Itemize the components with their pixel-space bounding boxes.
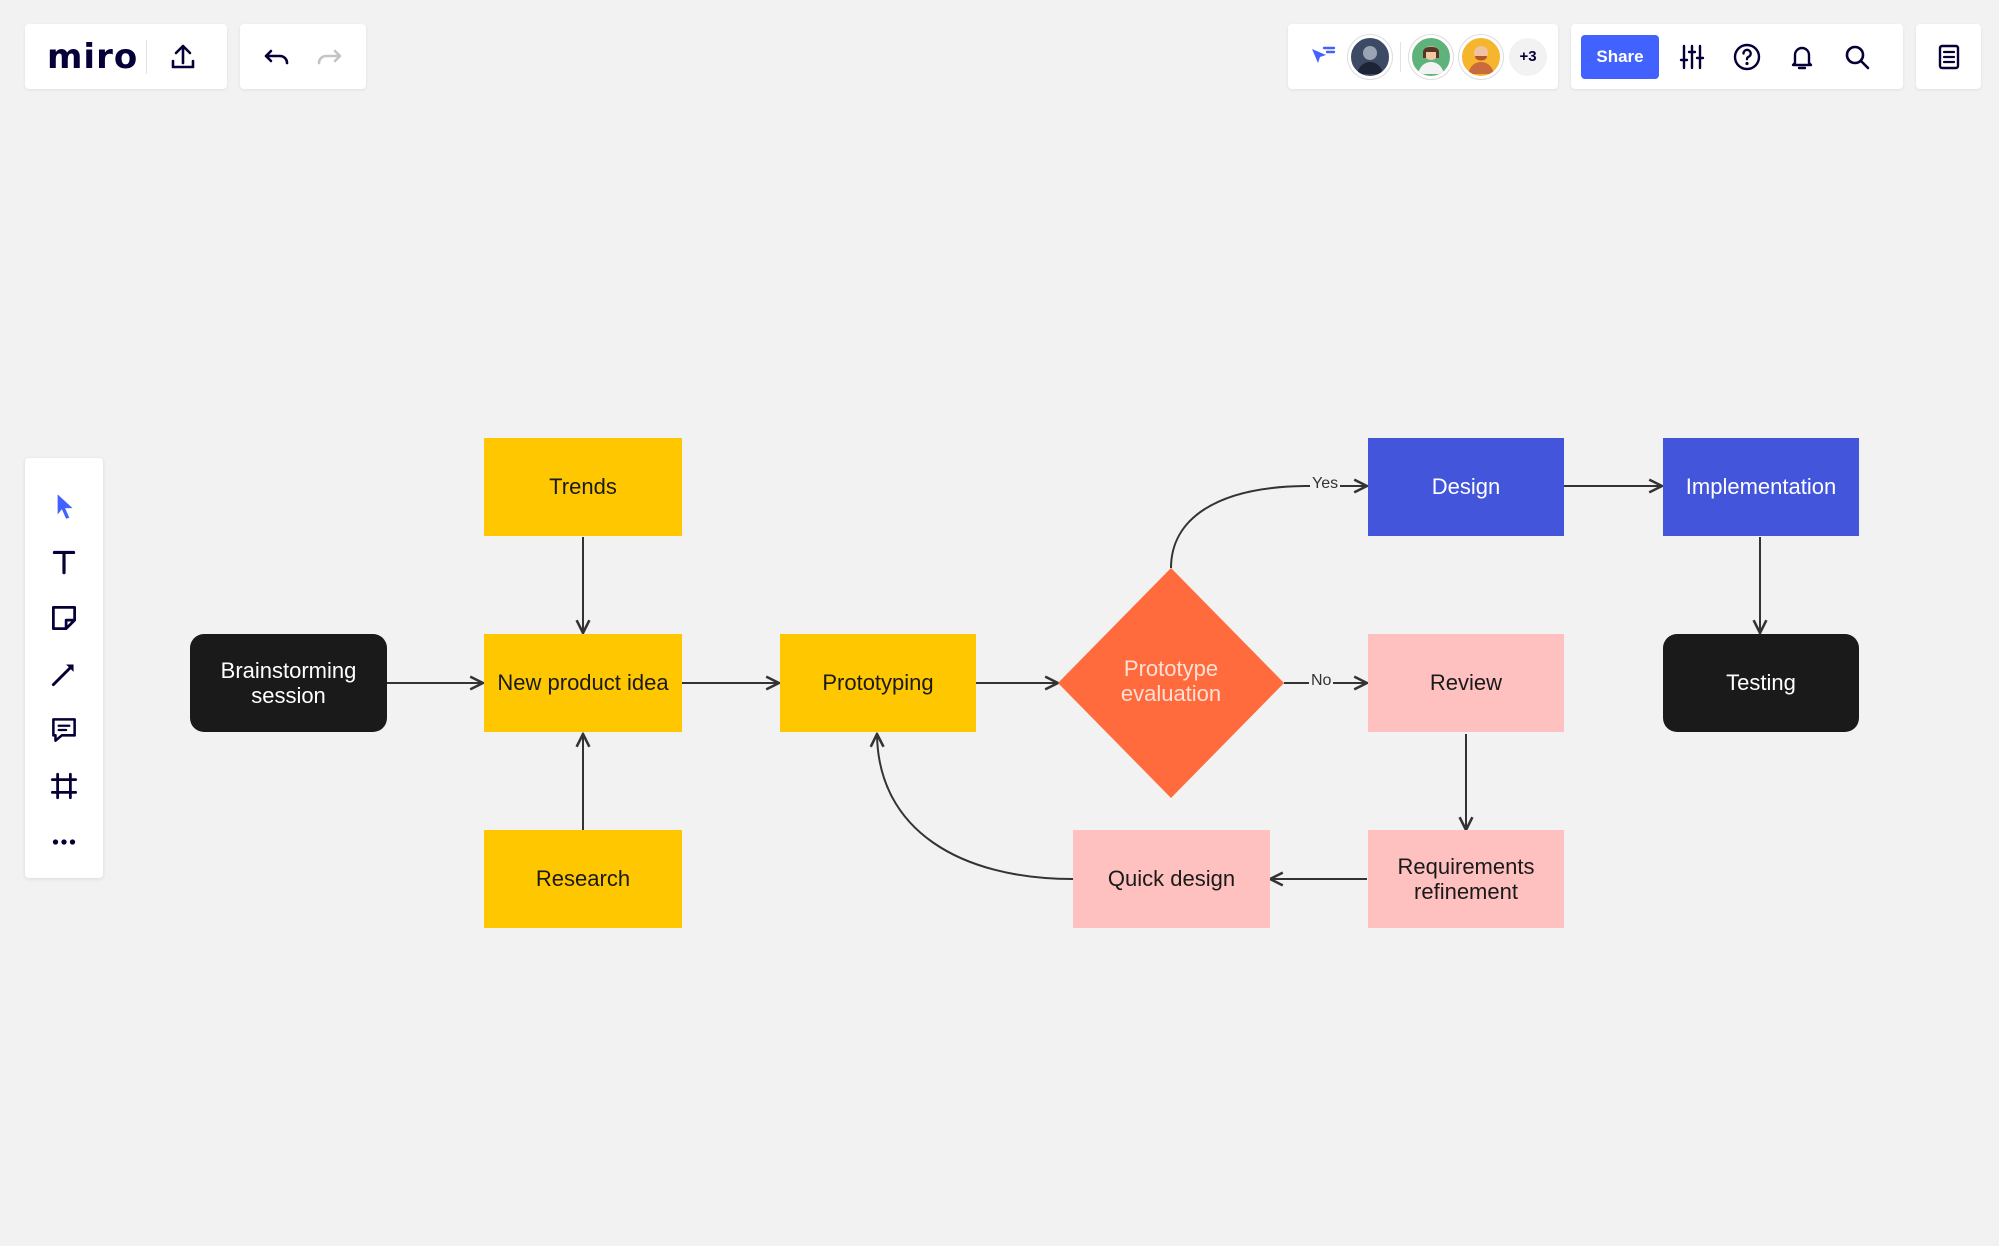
node-design[interactable]: Design [1368, 438, 1564, 536]
top-left-panel: miro [25, 24, 227, 89]
node-new-product-idea[interactable]: New product idea [484, 634, 682, 732]
node-prototype-evaluation-label: Prototype evaluation [1120, 656, 1222, 707]
edge-label-no: No [1309, 672, 1334, 690]
board-menu-icon[interactable] [1927, 35, 1971, 79]
avatar[interactable] [1459, 34, 1503, 79]
node-research[interactable]: Research [484, 830, 682, 928]
frame-icon[interactable] [36, 758, 92, 814]
undo-icon[interactable] [255, 35, 299, 79]
notifications-bell-icon[interactable] [1780, 35, 1824, 79]
node-prototype-evaluation-diamond[interactable] [1058, 568, 1284, 798]
node-label: Requirements refinement [1397, 853, 1535, 904]
node-trends[interactable]: Trends [484, 438, 682, 536]
undo-redo-panel [240, 24, 366, 89]
more-icon[interactable] [36, 814, 92, 870]
upload-icon[interactable] [161, 35, 205, 79]
node-brainstorming-session[interactable]: Brainstorming session [190, 634, 387, 732]
avatar[interactable] [1348, 34, 1392, 79]
node-implementation[interactable]: Implementation [1663, 438, 1859, 536]
settings-sliders-icon[interactable] [1670, 35, 1714, 79]
node-label: Research [535, 866, 631, 892]
node-label: Review [1429, 670, 1503, 696]
comment-icon[interactable] [36, 702, 92, 758]
more-collaborators-badge[interactable]: +3 [1509, 37, 1547, 76]
node-quick-design[interactable]: Quick design [1073, 830, 1270, 928]
node-label: Trends [549, 474, 617, 500]
collaborators-panel: +3 [1288, 24, 1558, 89]
sticky-note-icon[interactable] [36, 590, 92, 646]
board-menu-panel [1916, 24, 1981, 89]
left-toolbar [25, 458, 103, 878]
node-label: Implementation [1685, 474, 1837, 500]
avatar[interactable] [1409, 34, 1453, 79]
share-button[interactable]: Share [1581, 34, 1659, 79]
node-label: Testing [1726, 670, 1796, 696]
miro-logo[interactable]: miro [47, 36, 139, 77]
edge-quickdesign-to-prototyping [877, 734, 1074, 880]
search-icon[interactable] [1835, 35, 1879, 79]
select-icon[interactable] [36, 478, 92, 534]
pen-icon[interactable] [36, 646, 92, 702]
node-testing[interactable]: Testing [1663, 634, 1859, 732]
node-review[interactable]: Review [1368, 634, 1564, 732]
text-icon[interactable] [36, 534, 92, 590]
node-label: Design [1431, 474, 1501, 500]
node-label: New product idea [497, 670, 669, 696]
edge-label-yes: Yes [1310, 475, 1341, 493]
node-label: Quick design [1107, 866, 1236, 892]
node-label: Brainstorming session [220, 657, 357, 708]
node-label: Prototyping [822, 670, 934, 696]
top-right-panel: Share [1571, 24, 1903, 89]
help-icon[interactable] [1725, 35, 1769, 79]
node-requirements-refinement[interactable]: Requirements refinement [1368, 830, 1564, 928]
edge-evaluation-yes-to-design [1170, 486, 1367, 569]
node-prototyping[interactable]: Prototyping [780, 634, 976, 732]
divider [1400, 41, 1401, 72]
follow-cursor-icon[interactable] [1302, 35, 1342, 79]
redo-icon[interactable] [307, 35, 351, 79]
divider [146, 39, 148, 74]
